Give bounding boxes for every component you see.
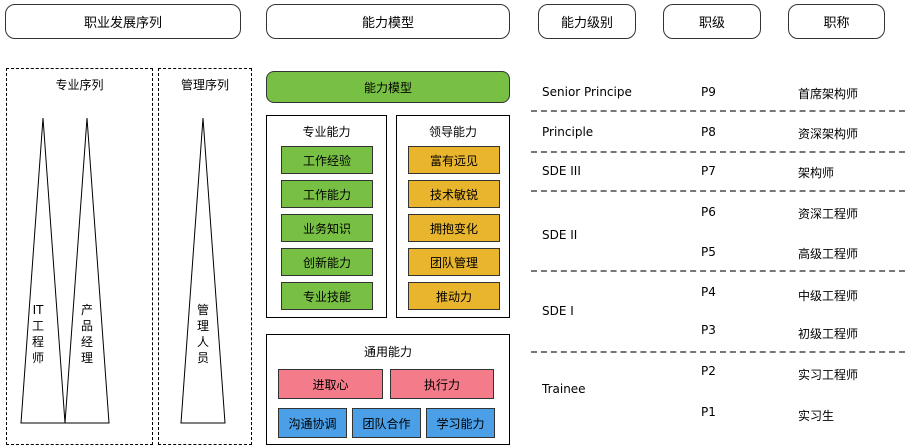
- ability-team-management: 团队管理: [408, 248, 500, 276]
- title-p3: 初级工程师: [798, 327, 859, 341]
- header-title: 职称: [788, 4, 885, 39]
- professional-sequence-box: 专业序列: [6, 68, 153, 445]
- title-p1: 实习生: [798, 409, 835, 423]
- ability-vision: 富有远见: [408, 146, 500, 174]
- management-sequence-title: 管理序列: [180, 78, 229, 92]
- level-sde3: SDE III: [542, 164, 581, 178]
- management-track: [180, 117, 226, 424]
- rank-p6: P6: [701, 205, 716, 219]
- ability-work-experience: 工作经验: [281, 146, 373, 174]
- rank-p5: P5: [701, 245, 716, 259]
- rank-p4: P4: [701, 285, 716, 299]
- ability-teamwork: 团队合作: [352, 408, 421, 438]
- ability-professional-skill: 专业技能: [281, 282, 373, 310]
- header-level: 能力级别: [538, 4, 636, 39]
- title-p2: 实习工程师: [798, 368, 859, 382]
- separator: [531, 151, 905, 153]
- level-sde2: SDE II: [542, 228, 578, 242]
- track-label-management: 管理人员: [196, 303, 209, 365]
- management-sequence-box: 管理序列: [158, 68, 252, 445]
- level-sde1: SDE I: [542, 304, 574, 318]
- career-triangle-right: [180, 117, 226, 424]
- separator: [531, 270, 905, 272]
- separator: [531, 351, 905, 353]
- title-p8: 资深架构师: [798, 127, 859, 141]
- it-engineer-track: [20, 117, 66, 424]
- track-label-product: 产品经理: [80, 303, 93, 365]
- separator: [531, 190, 905, 192]
- ability-work-capability: 工作能力: [281, 180, 373, 208]
- separator: [531, 110, 905, 112]
- ability-business-knowledge: 业务知识: [281, 214, 373, 242]
- ability-execution: 执行力: [390, 369, 494, 399]
- header-career: 职业发展序列: [5, 4, 241, 39]
- title-p4: 中级工程师: [798, 289, 859, 303]
- rank-p3: P3: [701, 323, 716, 337]
- rank-p1: P1: [701, 405, 716, 419]
- rank-p7: P7: [701, 164, 716, 178]
- level-principle: Principle: [542, 125, 594, 139]
- ability-innovation: 创新能力: [281, 248, 373, 276]
- general-ability-title: 通用能力: [363, 345, 412, 359]
- track-label-it: IT工程师: [31, 303, 44, 365]
- leadership-ability-title: 领导能力: [428, 125, 477, 139]
- ability-ambition: 进取心: [278, 369, 383, 399]
- level-senior-principe: Senior Principe: [542, 85, 632, 99]
- rank-p9: P9: [701, 85, 716, 99]
- ability-drive: 推动力: [408, 282, 500, 310]
- model-banner: 能力模型: [266, 71, 510, 103]
- rank-p8: P8: [701, 125, 716, 139]
- professional-sequence-title: 专业序列: [55, 78, 104, 92]
- ability-communication: 沟通协调: [278, 408, 347, 438]
- title-p6: 资深工程师: [798, 207, 859, 221]
- header-model: 能力模型: [266, 4, 510, 39]
- rank-p2: P2: [701, 364, 716, 378]
- ability-embrace-change: 拥抱变化: [408, 214, 500, 242]
- level-trainee: Trainee: [542, 382, 586, 396]
- title-p5: 高级工程师: [798, 247, 859, 261]
- professional-ability-title: 专业能力: [302, 125, 351, 139]
- title-p9: 首席架构师: [798, 87, 859, 101]
- ability-learning: 学习能力: [426, 408, 495, 438]
- header-rank: 职级: [663, 4, 761, 39]
- title-p7: 架构师: [798, 166, 835, 180]
- career-triangles-left: [20, 117, 110, 424]
- product-manager-track: [64, 117, 110, 424]
- ability-tech-sensitivity: 技术敏锐: [408, 180, 500, 208]
